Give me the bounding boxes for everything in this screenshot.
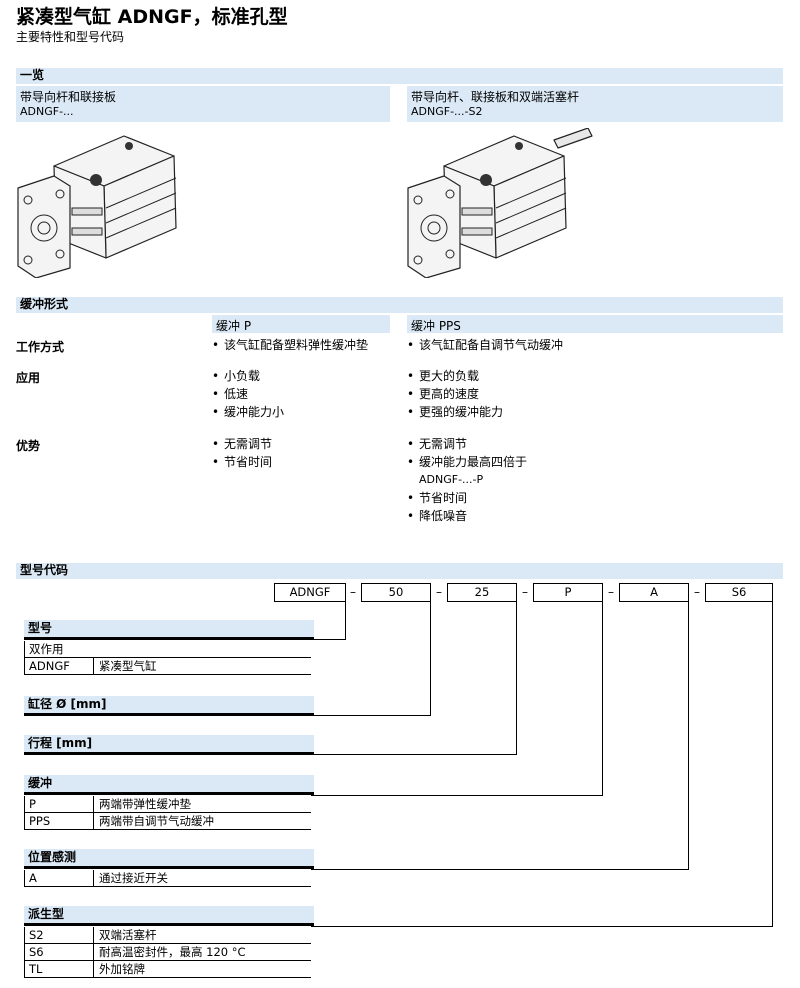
connector-line bbox=[772, 602, 773, 927]
sensing-section-title: 位置感测 bbox=[24, 849, 314, 869]
row-value: 外加铭牌 bbox=[99, 962, 145, 976]
table-row: PPS 两端带自调节气动缓冲 bbox=[24, 813, 311, 830]
connector-line bbox=[311, 869, 689, 870]
table-row: P 两端带弹性缓冲垫 bbox=[24, 796, 311, 813]
table-row: S6 耐高温密封件，最高 120 °C bbox=[24, 944, 311, 961]
connector-line bbox=[688, 602, 689, 870]
row-value: 双端活塞杆 bbox=[99, 928, 157, 942]
code-dash: – bbox=[608, 585, 614, 599]
cushion-pps-col-header: 缓冲 PPS bbox=[407, 315, 783, 333]
code-box-type: ADNGF bbox=[274, 583, 346, 602]
row-key: S2 bbox=[29, 928, 44, 942]
overview-right-caption: 带导向杆、联接板和双端活塞杆 ADNGF-...-S2 bbox=[407, 86, 783, 122]
row-key: S6 bbox=[29, 945, 44, 959]
code-dash: – bbox=[522, 585, 528, 599]
row-key: PPS bbox=[29, 814, 51, 828]
connector-line bbox=[311, 926, 773, 927]
row-value: 紧凑型气缸 bbox=[99, 659, 157, 673]
row-key: P bbox=[29, 797, 36, 811]
list-item: 该气缸配备自调节气动缓冲 bbox=[407, 336, 563, 354]
code-box-sensing: A bbox=[619, 583, 689, 602]
page-title: 紧凑型气缸 ADNGF，标准孔型 bbox=[16, 6, 288, 28]
list-item: 低速 bbox=[212, 385, 248, 403]
connector-line bbox=[311, 754, 517, 755]
connector-line bbox=[311, 795, 603, 796]
cushioning-heading: 缓冲形式 bbox=[20, 297, 69, 311]
cushioning-header: 缓冲形式 bbox=[16, 297, 783, 313]
cushion-section-title: 缓冲 bbox=[24, 775, 314, 795]
code-dash: – bbox=[436, 585, 442, 599]
list-item-continuation: ADNGF-...-P bbox=[419, 473, 484, 486]
connector-line bbox=[345, 602, 346, 640]
list-item: 无需调节 bbox=[407, 435, 467, 453]
row-subheading: 双作用 bbox=[29, 642, 64, 656]
type-code-heading: 型号代码 bbox=[20, 563, 69, 577]
list-item: 节省时间 bbox=[212, 453, 272, 471]
list-item: 无需调节 bbox=[212, 435, 272, 453]
row-key: A bbox=[29, 871, 37, 885]
row-label-advantages: 优势 bbox=[16, 439, 41, 453]
row-value: 通过接近开关 bbox=[99, 871, 168, 885]
table-row: A 通过接近开关 bbox=[24, 870, 311, 887]
table-row: S2 双端活塞杆 bbox=[24, 927, 311, 944]
code-dash: – bbox=[350, 585, 356, 599]
overview-left-code: ADNGF-... bbox=[20, 105, 74, 118]
cushion-p-label: 缓冲 P bbox=[216, 319, 252, 333]
bore-section-title: 缸径 Ø [mm] bbox=[24, 696, 314, 716]
list-item: 该气缸配备塑料弹性缓冲垫 bbox=[212, 336, 368, 354]
connector-line bbox=[602, 602, 603, 796]
row-key: ADNGF bbox=[29, 659, 70, 673]
overview-header: 一览 bbox=[16, 68, 783, 84]
code-box-cushion: P bbox=[533, 583, 603, 602]
overview-left-desc: 带导向杆和联接板 bbox=[20, 90, 117, 104]
row-label-operation: 工作方式 bbox=[16, 340, 65, 354]
connector-line bbox=[311, 715, 431, 716]
row-key: TL bbox=[29, 962, 43, 976]
list-item: 节省时间 bbox=[407, 489, 467, 507]
list-item: 更大的负载 bbox=[407, 367, 479, 385]
type-section-title: 型号 bbox=[24, 620, 314, 640]
code-box-stroke: 25 bbox=[447, 583, 517, 602]
table-row: ADNGF 紧凑型气缸 bbox=[24, 658, 311, 675]
list-item: 缓冲能力小 bbox=[212, 403, 284, 421]
cushion-p-col-header: 缓冲 P bbox=[212, 315, 390, 333]
list-item: 缓冲能力最高四倍于 bbox=[407, 453, 527, 471]
list-item: 更高的速度 bbox=[407, 385, 479, 403]
stroke-section-title: 行程 [mm] bbox=[24, 735, 314, 755]
overview-right-code: ADNGF-...-S2 bbox=[411, 105, 483, 118]
type-code-header: 型号代码 bbox=[16, 563, 783, 579]
code-dash: – bbox=[694, 585, 700, 599]
cushion-pps-label: 缓冲 PPS bbox=[411, 319, 461, 333]
list-item: 更强的缓冲能力 bbox=[407, 403, 503, 421]
code-box-variant: S6 bbox=[705, 583, 773, 602]
connector-line bbox=[516, 602, 517, 755]
page-subtitle: 主要特性和型号代码 bbox=[16, 30, 125, 44]
overview-right-desc: 带导向杆、联接板和双端活塞杆 bbox=[411, 90, 580, 104]
list-item: 小负载 bbox=[212, 367, 260, 385]
variant-section-title: 派生型 bbox=[24, 906, 314, 926]
table-row: TL 外加铭牌 bbox=[24, 961, 311, 978]
code-box-bore: 50 bbox=[361, 583, 431, 602]
overview-heading: 一览 bbox=[20, 68, 45, 82]
cylinder-s2-image bbox=[407, 128, 593, 278]
overview-left-caption: 带导向杆和联接板 ADNGF-... bbox=[16, 86, 390, 122]
cylinder-image bbox=[17, 135, 177, 278]
connector-line bbox=[311, 639, 346, 640]
list-item: 降低噪音 bbox=[407, 507, 467, 525]
connector-line bbox=[430, 602, 431, 716]
table-row: 双作用 bbox=[24, 641, 311, 658]
row-value: 耐高温密封件，最高 120 °C bbox=[99, 945, 246, 959]
row-value: 两端带自调节气动缓冲 bbox=[99, 814, 214, 828]
row-value: 两端带弹性缓冲垫 bbox=[99, 797, 191, 811]
row-label-application: 应用 bbox=[16, 371, 41, 385]
